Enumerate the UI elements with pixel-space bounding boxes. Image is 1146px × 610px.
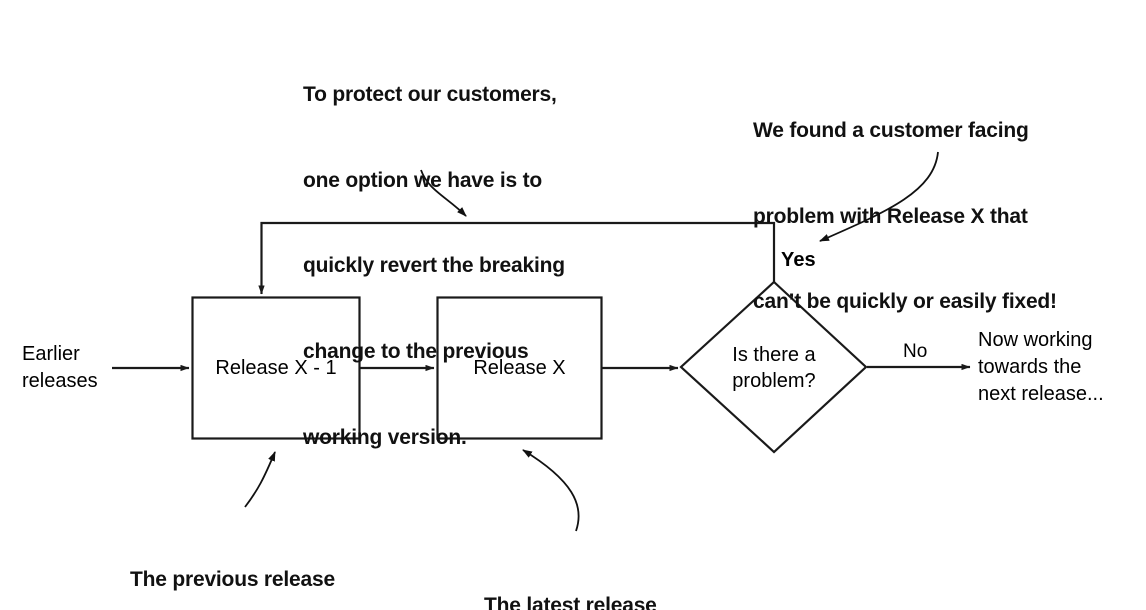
annotation-revert-line-3: quickly revert the breaking xyxy=(303,254,565,278)
annotation-revert-line-1: To protect our customers, xyxy=(303,83,557,107)
annotation-problem-note: We found a customer facing problem with … xyxy=(753,60,1113,374)
annotation-revert-line-4: change to the previous xyxy=(303,340,529,364)
release-x-minus-1-text: Release X - 1 xyxy=(215,356,337,379)
decision-question-text: Is there a problem? xyxy=(732,344,816,392)
label-earlier-releases: Earlier releases xyxy=(22,343,98,392)
annotation-revert-note: To protect our customers, one option we … xyxy=(303,24,633,509)
node-decision-diamond xyxy=(679,280,868,454)
leader-previous-release-note xyxy=(244,451,276,508)
annotation-problem-line-3: can’t be quickly or easily fixed! xyxy=(753,290,1057,314)
leader-problem-note xyxy=(819,151,939,242)
annotation-latest-release-note: The latest release of our application xyxy=(484,535,784,610)
annotation-problem-line-1: We found a customer facing xyxy=(753,119,1029,143)
annotation-previous-line-1: The previous release xyxy=(130,568,335,592)
annotation-problem-line-2: problem with Release X that xyxy=(753,204,1028,228)
node-release-x xyxy=(436,296,603,440)
annotation-latest-line-1: The latest release xyxy=(484,594,657,610)
leader-revert-note xyxy=(420,169,467,217)
label-next-release: Now working towards the next release... xyxy=(978,329,1104,405)
node-label-decision: Is there a problem? xyxy=(692,337,856,399)
annotation-previous-release-note: The previous release of our application xyxy=(130,509,430,610)
node-label-release-x: Release X xyxy=(437,297,602,439)
edge-decision-yes-feedback xyxy=(258,221,776,295)
annotation-revert-line-2: one option we have is to xyxy=(303,168,543,192)
annotation-revert-line-5: working version. xyxy=(303,425,467,449)
edge-label-no: No xyxy=(903,341,928,362)
node-label-release-x-minus-1: Release X - 1 xyxy=(192,297,360,439)
leader-latest-release-note xyxy=(522,449,580,532)
edge-label-yes: Yes xyxy=(781,249,816,271)
release-x-text: Release X xyxy=(473,356,566,379)
node-release-x-minus-1 xyxy=(191,296,361,440)
